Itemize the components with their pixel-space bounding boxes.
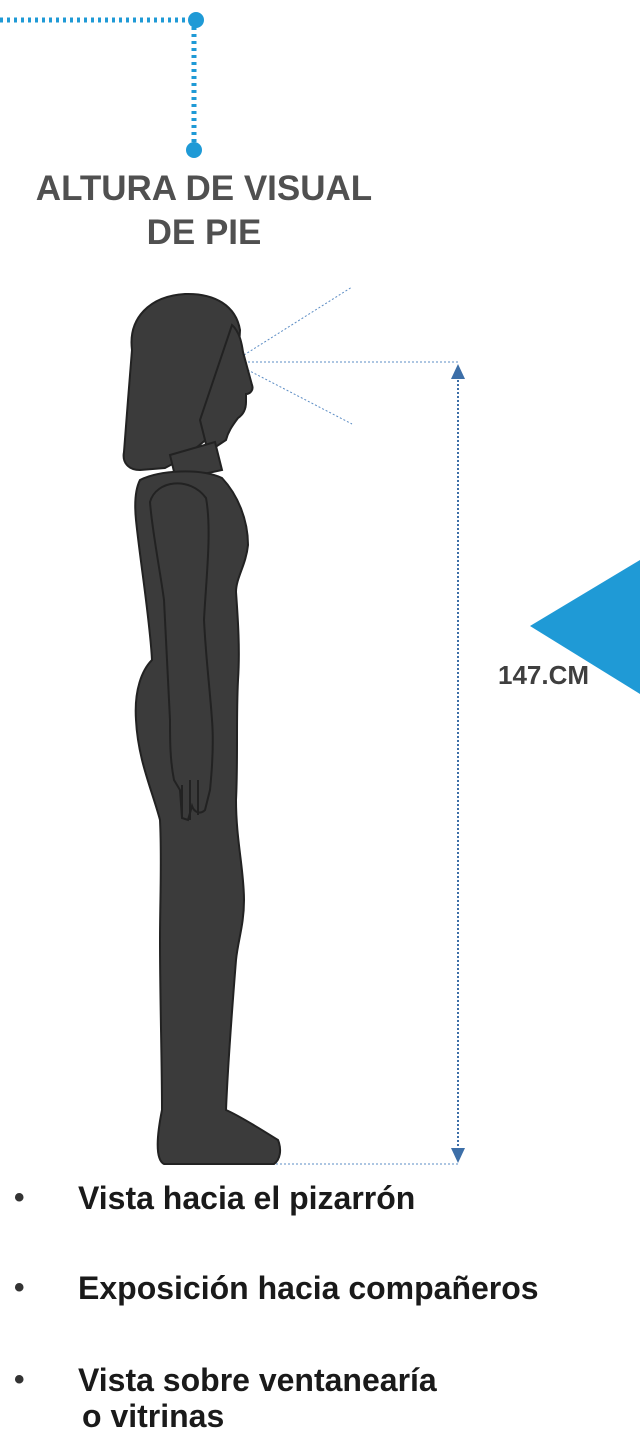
bullet-marker: • bbox=[14, 1362, 25, 1398]
measure-arrow-bottom bbox=[451, 1148, 465, 1163]
woman-silhouette bbox=[124, 294, 280, 1164]
bullet-text-line-2: o vitrinas bbox=[78, 1398, 437, 1434]
measure-arrow-top bbox=[451, 364, 465, 379]
bullet-text-line-1: Vista sobre ventanearía bbox=[78, 1362, 437, 1398]
title-line-1: ALTURA DE VISUAL bbox=[0, 166, 408, 212]
bullet-marker: • bbox=[14, 1180, 25, 1216]
connector-top-dot bbox=[188, 12, 204, 28]
title-line-2: DE PIE bbox=[0, 210, 408, 256]
sight-line-down bbox=[244, 368, 352, 424]
sight-line-up bbox=[244, 287, 352, 355]
bullet-marker: • bbox=[14, 1270, 25, 1306]
connector-callout bbox=[0, 12, 204, 158]
height-measure bbox=[276, 364, 465, 1164]
bullet-text: Vista hacia el pizarrón bbox=[78, 1180, 415, 1216]
bullet-text: Exposición hacia compañeros bbox=[78, 1270, 539, 1306]
sight-lines bbox=[244, 287, 458, 424]
height-value-label: 147.CM bbox=[498, 660, 589, 691]
connector-bottom-dot bbox=[186, 142, 202, 158]
bullet-text: Vista sobre ventanearía o vitrinas bbox=[78, 1362, 437, 1434]
